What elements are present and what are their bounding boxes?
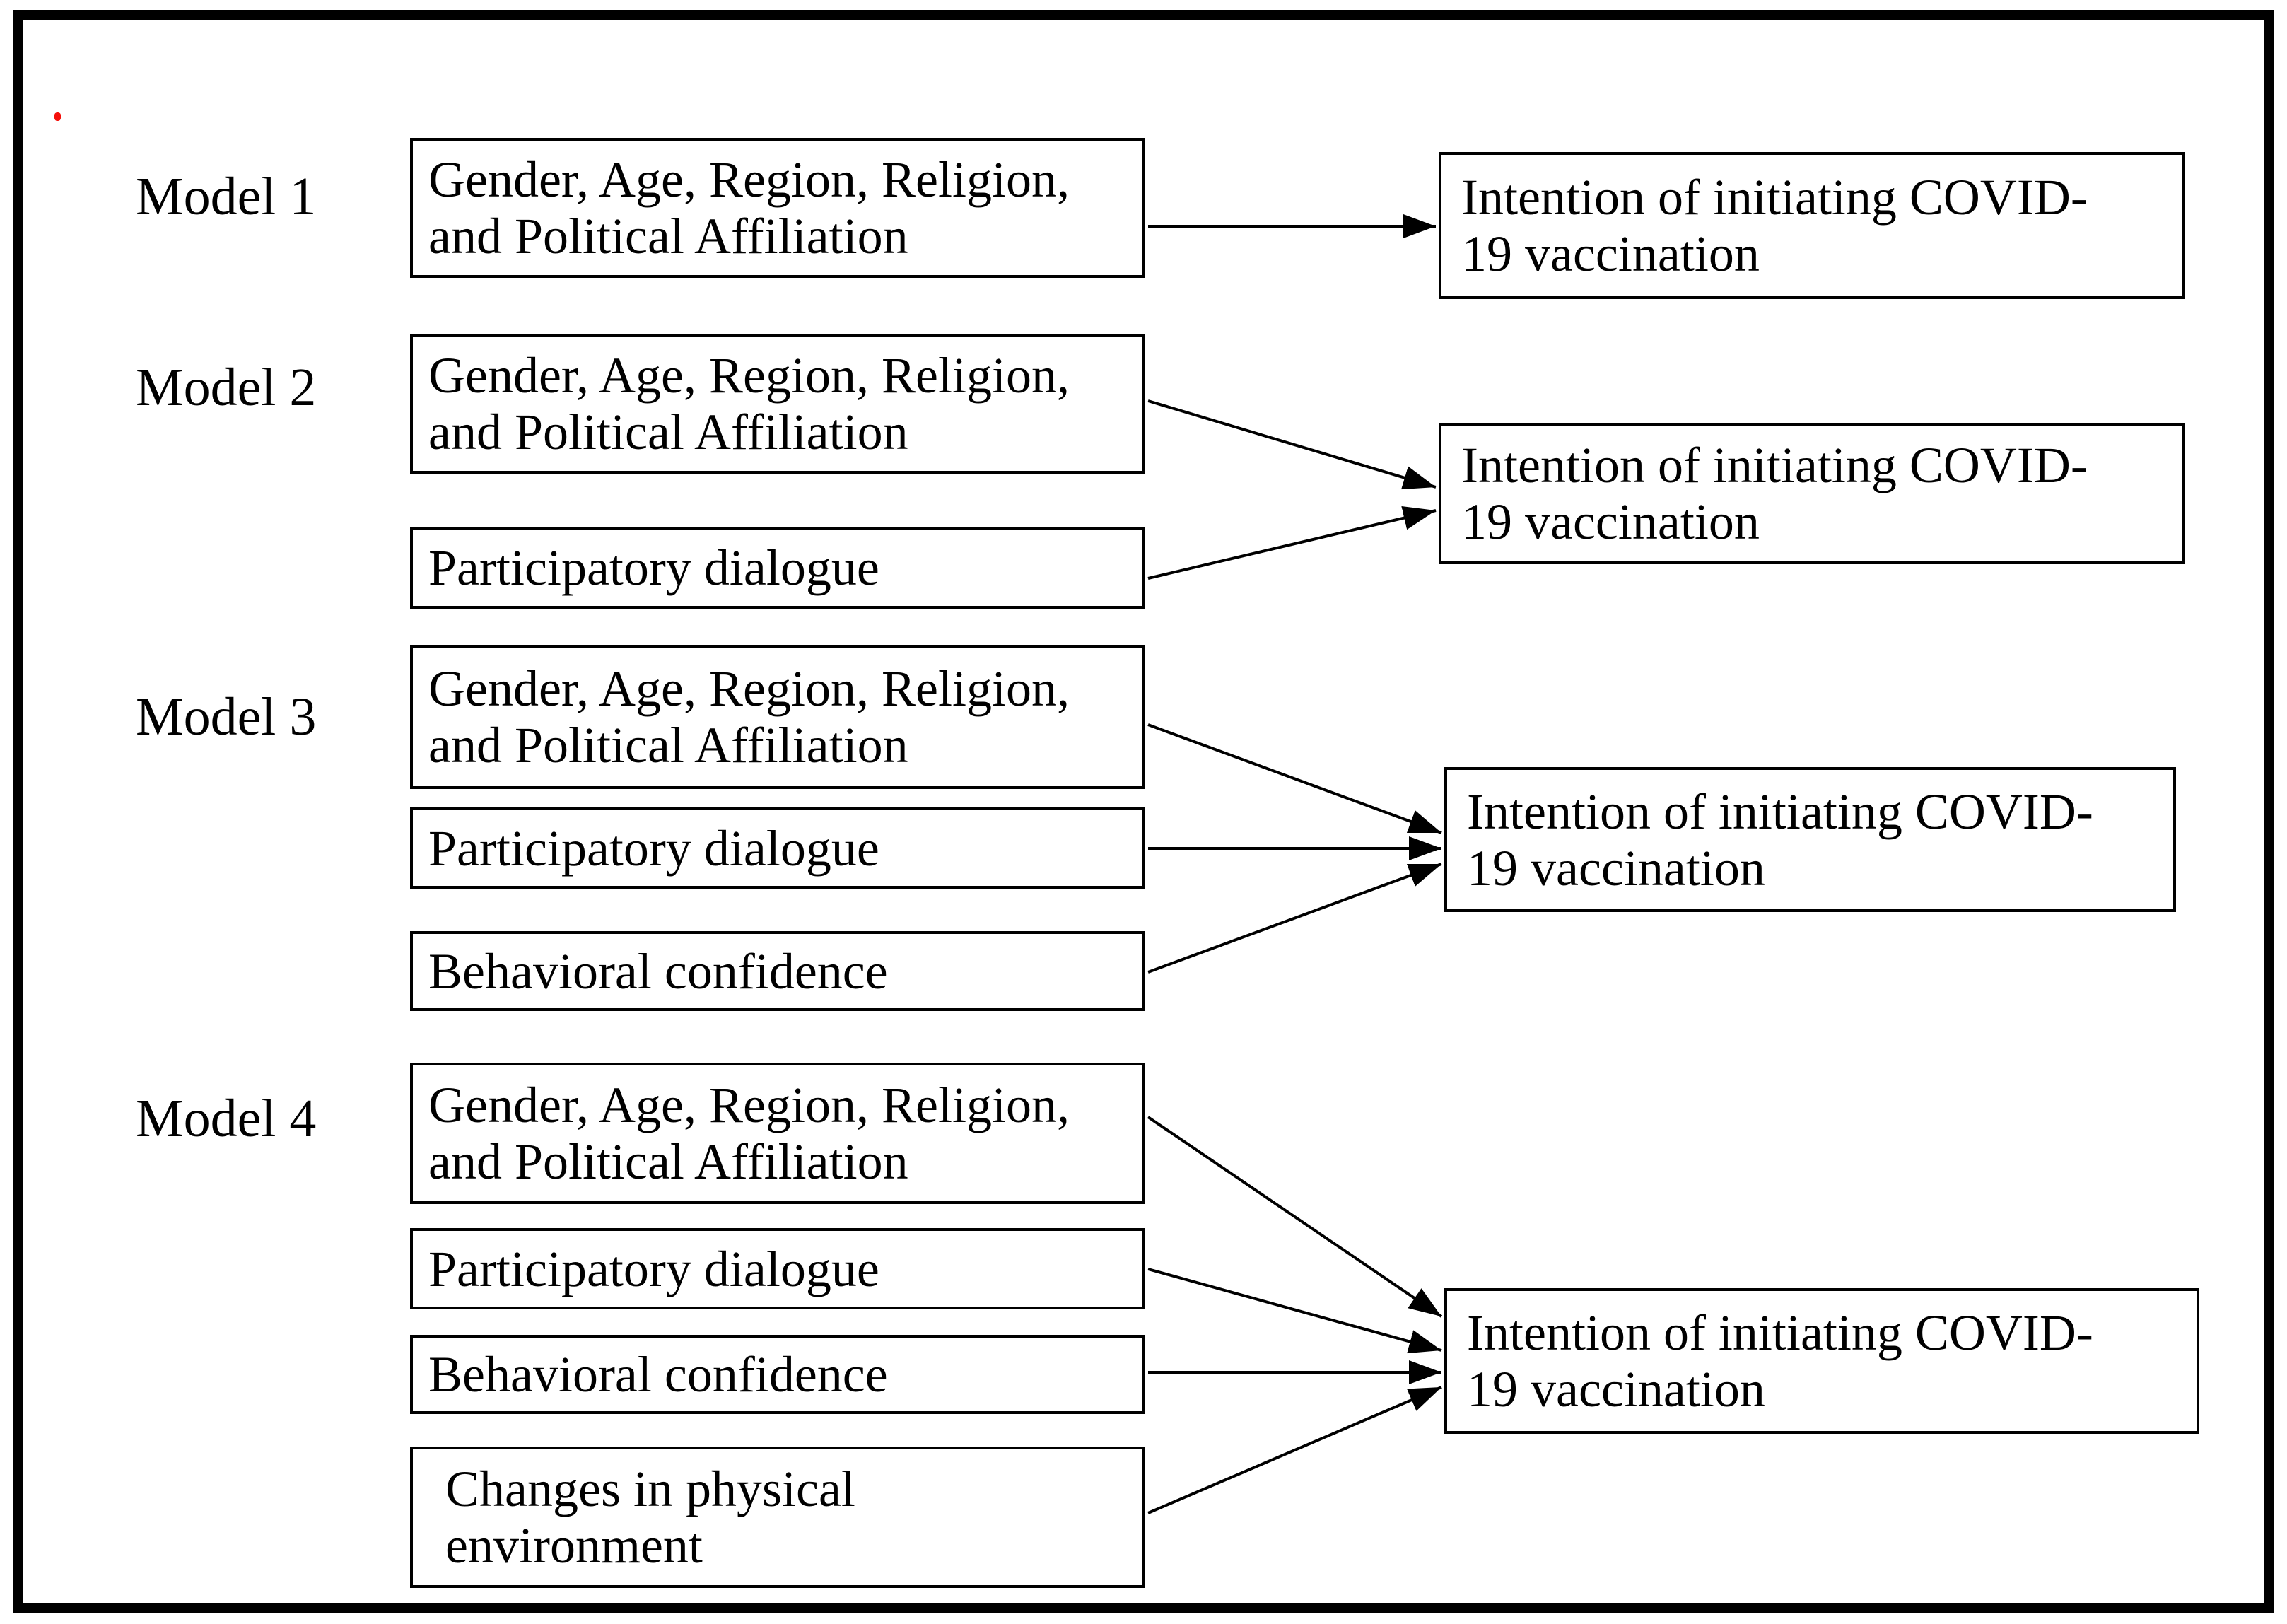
red-mark-artifact <box>54 112 61 121</box>
model-2-predictor-box-demographics: Gender, Age, Region, Religion, and Polit… <box>410 334 1145 474</box>
outer-border <box>13 10 2274 1613</box>
model-4-outcome-box: Intention of initiating COVID- 19 vaccin… <box>1444 1288 2199 1434</box>
model-4-label: Model 4 <box>136 1089 317 1148</box>
model-2-predictor-box-participatory-dialogue: Participatory dialogue <box>410 527 1145 609</box>
model-2-label: Model 2 <box>136 358 317 417</box>
model-3-label: Model 3 <box>136 687 317 747</box>
model-3-outcome-box: Intention of initiating COVID- 19 vaccin… <box>1444 767 2176 912</box>
model-4-predictor-box-physical-environment: Changes in physical environment <box>410 1447 1145 1588</box>
model-4-predictor-box-participatory-dialogue: Participatory dialogue <box>410 1228 1145 1309</box>
model-4-predictor-box-behavioral-confidence: Behavioral confidence <box>410 1335 1145 1414</box>
model-2-outcome-box: Intention of initiating COVID- 19 vaccin… <box>1439 423 2185 564</box>
model-1-outcome-box: Intention of initiating COVID- 19 vaccin… <box>1439 152 2185 299</box>
model-1-predictor-box-demographics: Gender, Age, Region, Religion, and Polit… <box>410 138 1145 278</box>
model-3-predictor-box-participatory-dialogue: Participatory dialogue <box>410 807 1145 889</box>
model-1-label: Model 1 <box>136 167 317 226</box>
model-4-predictor-box-demographics: Gender, Age, Region, Religion, and Polit… <box>410 1063 1145 1204</box>
model-3-predictor-box-behavioral-confidence: Behavioral confidence <box>410 931 1145 1011</box>
model-3-predictor-box-demographics: Gender, Age, Region, Religion, and Polit… <box>410 645 1145 789</box>
